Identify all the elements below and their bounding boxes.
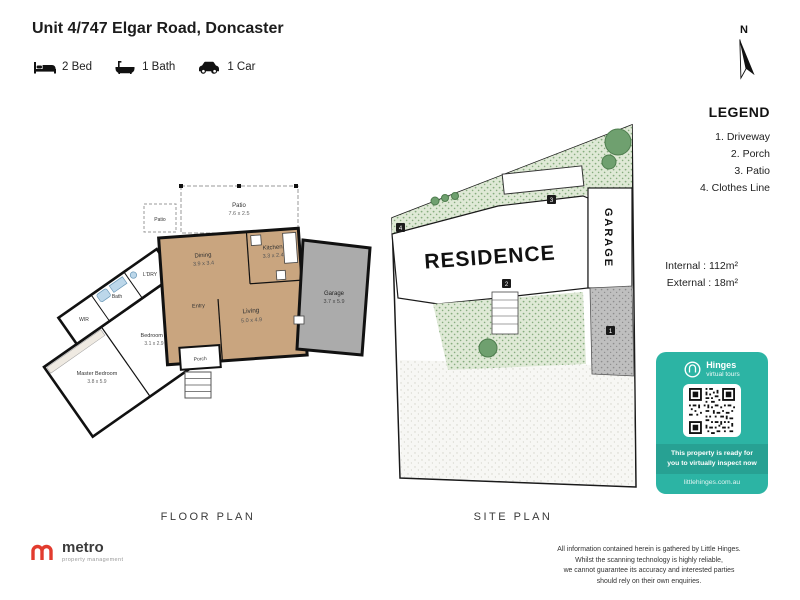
bed-icon [34,62,56,74]
marker-number: 1 [609,329,613,335]
compass: N [726,24,762,88]
room-porch-area [178,344,222,371]
room-dims: 3.7 x 5.9 [323,299,344,305]
appliance [275,269,287,281]
room-patio-main: Patio 7.6 x 2.5 [179,184,299,234]
feature-label: 1 Car [227,61,256,73]
disclaimer-line: All information contained herein is gath… [557,546,741,553]
disclaimer-line: should rely on their own enquiries. [596,578,702,586]
sink-fixture [129,271,137,279]
legend-title: LEGEND [708,104,770,120]
external-area: External : 18m² [666,277,738,289]
internal-area: Internal : 112m² [665,260,738,272]
legend-item: 2. Porch [730,148,770,160]
site-garage-label: GARAGE [602,208,614,268]
feature-label: 1 Bath [142,61,176,73]
room-dims: 7.6 x 2.5 [228,211,249,217]
site-plan-caption: SITE PLAN [473,511,553,523]
room-dims: 3.8 x 5.9 [87,379,106,385]
badge-header: Hinges virtual tours [684,360,740,378]
room-dims: 3.9 x 3.4 [193,260,214,267]
room-label: Bedroom 2 [141,333,168,339]
bathtub-fixture [96,288,111,303]
ac-unit [293,315,305,325]
main-body: Dining 3.9 x 3.4 Kitchen 3.3 x 2.4 Livin… [157,226,309,371]
disclaimer-line: Whilst the scanning technology is highly… [575,556,723,564]
metro-brand-subtext: property management [62,557,124,563]
site-plan-drawing: RESIDENCE GARAGE 1 2 3 4 [391,123,637,488]
disclaimer-line: we cannot guarantee its accuracy and int… [563,567,735,575]
car-icon [199,61,220,74]
property-features: 2 Bed 1 Bath 1 Car [34,60,255,74]
badge-message: This property is ready for you to virtua… [656,444,768,474]
floor-plan-caption: FLOOR PLAN [160,511,256,523]
yard-lower [400,360,635,486]
feature-bath: 1 Bath [114,60,175,74]
tree [478,338,498,358]
room-label: Master Bedroom [77,371,118,377]
north-arrow-icon [739,39,755,80]
patio-structure [501,165,585,195]
shrub [441,194,449,202]
room-garage: Garage 3.7 x 5.9 [295,238,372,357]
feature-label: 2 Bed [62,61,93,73]
fridge [250,234,262,247]
qr-code-icon [689,387,735,434]
room-label: Kitchen [262,244,282,251]
floor-plan-drawing: Patio 7.6 x 2.5 Patio WIR Bath L'DRY Mas… [42,184,372,439]
porch-steps [491,291,519,335]
badge-url: littlehinges.com.au [683,479,741,486]
stairs [184,371,212,399]
room-label: Patio [154,217,166,223]
marker-patio: 3 [547,195,556,204]
bath-icon [115,61,135,74]
tree [601,154,617,170]
tree [604,128,632,156]
room-label: Entry [192,303,205,310]
shrub [451,192,459,200]
metro-logo: metro property management [30,540,123,563]
room-label: Porch [193,356,207,363]
badge-brand: Hinges [706,360,737,371]
compass-n-label: N [740,24,748,36]
property-address: Unit 4/747 Elgar Road, Doncaster [32,20,284,37]
room-label: Garage [324,291,345,297]
marker-number: 3 [550,198,554,204]
marker-number: 2 [505,282,509,288]
room-label: WIR [79,317,89,323]
marker-number: 4 [399,226,403,232]
legend: LEGEND 1. Driveway 2. Porch 3. Patio 4. … [700,104,770,197]
room-patio-small: Patio [143,203,177,233]
room-dims: 3.3 x 2.4 [262,252,283,259]
room-dims: 5.0 x 4.9 [241,317,262,324]
feature-car: 1 Car [197,60,255,74]
kitchen-counter [282,232,299,264]
room-dims: 3.1 x 2.9 [144,341,163,347]
marker-porch: 2 [502,279,511,288]
legend-item: 3. Patio [734,165,770,177]
room-label: Patio [232,203,246,209]
disclaimer: All information contained herein is gath… [526,545,772,588]
qr-code [683,384,741,438]
virtual-tour-badge: Hinges virtual tours This property is re… [656,352,768,494]
shrub [430,196,440,206]
hinges-logo-icon [684,361,701,378]
area-summary: Internal : 112m² External : 18m² [665,258,738,292]
metro-logo-icon [31,544,53,560]
feature-bed: 2 Bed [34,60,92,74]
marker-clothes-line: 4 [396,223,405,232]
room-label: Bath [112,294,123,300]
marker-driveway: 1 [606,326,615,335]
legend-item: 1. Driveway [715,131,770,143]
room-label: Dining [194,252,211,259]
room-label: L'DRY [143,272,158,278]
metro-brand-text: metro [62,539,104,556]
room-label: Living [242,307,260,315]
shower-fixture [108,276,128,293]
legend-item: 4. Clothes Line [699,182,770,194]
badge-brand-sub: virtual tours [706,370,740,378]
